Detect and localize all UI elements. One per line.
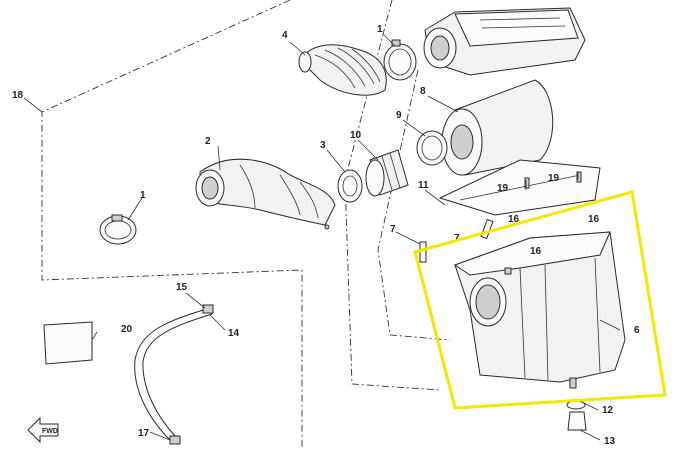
clamp-top	[383, 39, 417, 81]
air-filter	[441, 79, 554, 176]
intake-duct	[195, 158, 336, 230]
callout-10: 10	[350, 130, 362, 141]
callout-8: 8	[420, 86, 426, 97]
bolt-7b	[480, 218, 494, 240]
clamp-3	[337, 169, 363, 203]
callout-4: 4	[282, 30, 288, 41]
bolt-7a	[419, 241, 427, 263]
callout-16b: 16	[588, 214, 600, 225]
clamp-9	[416, 130, 448, 166]
callout-3: 3	[320, 140, 326, 151]
leader-18	[23, 97, 43, 113]
callouts: 1 4 8 18 9 10 2 3 11 19 19 1 16 16 7 7 1…	[12, 24, 640, 447]
warning-label	[43, 321, 93, 365]
breather-hose	[134, 304, 214, 445]
base-plate	[438, 159, 601, 216]
callout-7a: 7	[390, 224, 396, 235]
callout-9: 9	[396, 110, 402, 121]
callout-19b: 19	[548, 173, 560, 184]
callout-16a: 16	[508, 214, 520, 225]
fwd-arrow-icon: FWD	[27, 416, 59, 444]
air-box-lid	[423, 7, 586, 76]
callout-20: 20	[121, 324, 133, 335]
box-boundary-dashed-line-2	[377, 69, 451, 341]
callout-1-left: 1	[140, 190, 146, 201]
air-box-housing	[453, 231, 626, 389]
callout-1-top: 1	[377, 24, 383, 35]
callout-6: 6	[634, 325, 640, 336]
coupler-10	[365, 149, 409, 197]
fwd-label: FWD	[42, 428, 58, 435]
callout-14: 14	[228, 328, 240, 339]
callout-15: 15	[176, 282, 188, 293]
callout-11: 11	[418, 180, 429, 191]
callout-17: 17	[138, 428, 150, 439]
drain-tube	[567, 411, 587, 431]
callout-13: 13	[604, 436, 616, 447]
clamp-left	[99, 214, 137, 245]
callout-18: 18	[12, 90, 24, 101]
callout-19a: 19	[497, 183, 509, 194]
assembly-boundary-dashed-line	[41, 0, 303, 449]
leader-lines	[91, 33, 621, 441]
callout-7b: 7	[454, 233, 460, 244]
callout-12: 12	[602, 405, 614, 416]
callout-2: 2	[205, 136, 211, 147]
intake-hose	[298, 44, 387, 96]
callout-16c: 16	[530, 246, 542, 257]
highlight-box	[413, 190, 667, 410]
